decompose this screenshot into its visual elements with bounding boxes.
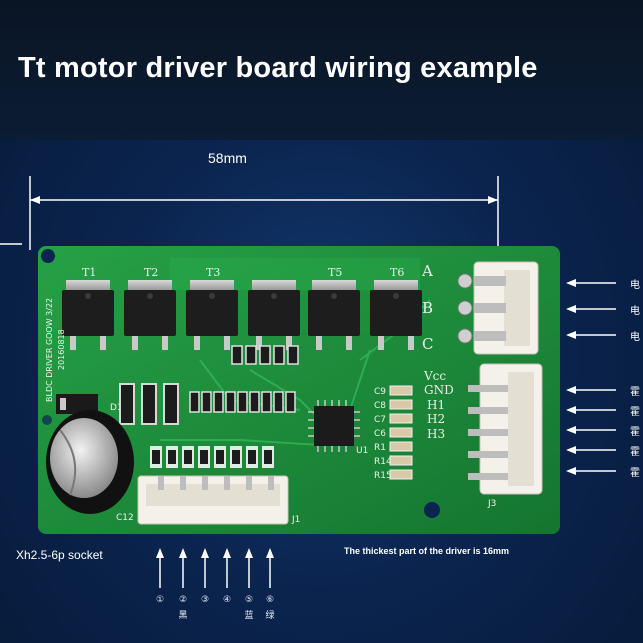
wire-arrow-right-6 [566, 426, 616, 434]
title-band [0, 0, 643, 140]
label-d1: D1 [110, 403, 123, 413]
label-j1: J1 [291, 515, 300, 525]
mosfet-3: T3 [186, 266, 238, 350]
mosfet-row: T1 T2 T3 T5 T6 [62, 266, 422, 350]
board-date-text: 20160818 [57, 329, 66, 370]
label-u1: U1 [356, 446, 368, 456]
electrolytic-capacitor [46, 410, 134, 514]
wire-arrow-right-4 [566, 386, 616, 394]
hall-label-h2: H2 [427, 412, 445, 426]
wire-arrow-bottom-6 [266, 548, 274, 588]
wire-arrow-right-5 [566, 406, 616, 414]
wire-arrows-bottom [156, 548, 274, 588]
controller-chip [308, 400, 360, 452]
wire-label-7: 霍 [630, 447, 640, 458]
thickness-caption: The thickest part of the driver is 16mm [344, 546, 510, 556]
wire-arrow-bottom-4 [223, 548, 231, 588]
width-dimension-label: 58mm [208, 150, 247, 166]
component-label-6: R15 [374, 471, 392, 481]
pin-number-3: ③ [200, 595, 210, 605]
hall-label-vcc: Vcc [423, 369, 446, 383]
label-j3: J3 [487, 499, 496, 509]
phase-label-a: A [421, 262, 433, 280]
component-label-0: C9 [374, 387, 386, 397]
wire-label-2: 电 [630, 306, 640, 317]
component-label-2: C7 [374, 415, 386, 425]
dimension-line [0, 176, 499, 250]
pin-color-2: 黑 [178, 611, 188, 621]
component-label-3: C6 [374, 429, 386, 439]
wire-arrows-right [566, 279, 616, 475]
hall-label-h3: H3 [427, 427, 445, 441]
wire-arrow-right-7 [566, 446, 616, 454]
mosfet-label-1: T1 [82, 266, 96, 279]
hall-connector [468, 363, 543, 495]
wire-arrow-bottom-3 [201, 548, 209, 588]
mosfet-2: T2 [124, 266, 176, 350]
mosfet-label-5: T5 [328, 266, 342, 279]
component-label-5: R14 [374, 457, 392, 467]
wire-label-4: 霍 [630, 387, 640, 398]
component-label-4: R1 [374, 443, 386, 453]
wire-arrow-right-8 [566, 467, 616, 475]
mosfet-4 [248, 280, 300, 350]
mosfet-label-2: T2 [144, 266, 158, 279]
wire-arrow-bottom-2 [179, 548, 187, 588]
mosfet-6: T6 [370, 266, 422, 350]
page-title: Tt motor driver board wiring example [18, 52, 538, 84]
pin-number-5: ⑤ [244, 595, 254, 605]
socket-caption: Xh2.5-6p socket [16, 548, 103, 562]
mosfet-label-6: T6 [390, 266, 404, 279]
hall-label-h1: H1 [427, 398, 445, 412]
board-silkscreen: A B C Vcc GND H1 H2 H3 BLDC DRIVER GOOW … [45, 262, 496, 525]
wire-label-8: 霍 [630, 468, 640, 479]
bottom-connector [137, 446, 289, 525]
mosfet-label-3: T3 [206, 266, 220, 279]
component-label-1: C8 [374, 401, 386, 411]
mosfet-5: T5 [308, 266, 360, 350]
mosfet-1: T1 [62, 266, 114, 350]
wire-arrow-right-3 [566, 331, 616, 339]
pin-number-1: ① [155, 595, 165, 605]
pin-number-6: ⑥ [265, 595, 275, 605]
label-c12: C12 [116, 513, 134, 523]
wire-label-5: 霍 [630, 407, 640, 418]
phase-label-c: C [422, 335, 433, 353]
wire-arrow-right-2 [566, 305, 616, 313]
pin-number-4: ④ [222, 595, 232, 605]
wire-label-1: 电 [630, 280, 640, 291]
passive-components [56, 345, 299, 425]
board-vertical-text: BLDC DRIVER GOOW 3/22 [45, 298, 54, 402]
wire-arrow-bottom-5 [245, 548, 253, 588]
phase-connector [457, 261, 539, 355]
phase-label-b: B [422, 299, 433, 317]
pin-number-2: ② [178, 595, 188, 605]
wire-arrow-right-1 [566, 279, 616, 287]
wire-label-6: 霍 [630, 427, 640, 438]
hall-label-gnd: GND [424, 383, 454, 397]
pin-color-5: 蓝 [244, 611, 254, 621]
wire-arrow-bottom-1 [156, 548, 164, 588]
pin-color-6: 绿 [265, 611, 275, 621]
wire-label-3: 电 [630, 332, 640, 343]
